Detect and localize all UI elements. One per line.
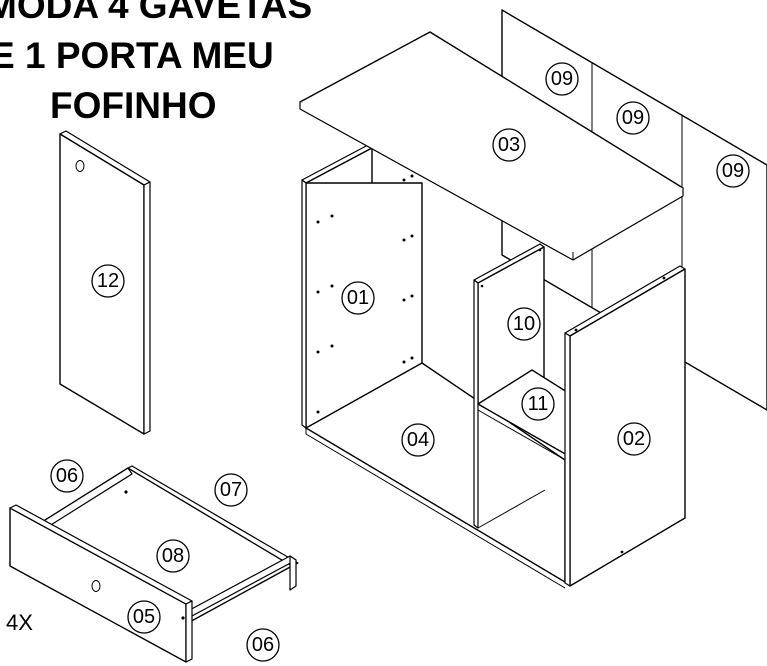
part-label-09-middle: 09 <box>616 101 650 135</box>
drawer-quantity-label: 4X <box>6 610 33 635</box>
shelf-edge <box>477 404 568 462</box>
drawer-back-edge <box>289 555 297 591</box>
drawer-assembly <box>9 465 299 663</box>
svg-text:09: 09 <box>622 107 644 129</box>
part-label-06-bottom: 06 <box>246 628 280 662</box>
drawer-handle-hole <box>91 580 101 592</box>
part-label-05: 05 <box>127 600 161 634</box>
svg-text:01: 01 <box>347 287 369 309</box>
svg-text:08: 08 <box>162 545 184 567</box>
svg-text:04: 04 <box>407 429 429 451</box>
svg-text:10: 10 <box>513 313 535 335</box>
part-label-01: 01 <box>341 281 375 315</box>
door-handle-hole <box>75 160 85 172</box>
door-side-edge <box>143 181 151 435</box>
svg-text:09: 09 <box>551 68 573 90</box>
part-label-02: 02 <box>617 422 651 456</box>
lower-compartment-edge <box>477 489 546 529</box>
drawer-back <box>127 465 299 567</box>
part-label-10: 10 <box>507 307 541 341</box>
left-side-front-edge <box>301 179 307 429</box>
part-label-06-top: 06 <box>50 459 84 493</box>
diagram-title-line-3: FOFINHO <box>50 85 217 126</box>
diagram-title-line-1: MODA 4 GAVETAS <box>0 0 313 26</box>
svg-text:03: 03 <box>498 134 520 156</box>
svg-text:07: 07 <box>220 479 242 501</box>
svg-text:06: 06 <box>252 634 274 656</box>
diagram-title-line-2: E 1 PORTA MEU <box>0 35 274 76</box>
svg-text:06: 06 <box>56 465 78 487</box>
top-panel <box>299 31 684 261</box>
svg-text:02: 02 <box>623 428 645 450</box>
base-panel-edge <box>305 428 566 589</box>
part-label-03: 03 <box>492 128 526 162</box>
part-label-11: 11 <box>521 387 555 421</box>
svg-text:12: 12 <box>97 270 119 292</box>
part-label-12: 12 <box>91 264 125 298</box>
part-label-09-left: 09 <box>545 62 579 96</box>
right-side-front-edge <box>564 332 571 587</box>
svg-text:09: 09 <box>722 160 744 182</box>
part-label-04: 04 <box>401 423 435 457</box>
part-label-09-right: 09 <box>716 154 750 188</box>
part-label-08: 08 <box>156 539 190 573</box>
drawer-front-side-edge <box>185 600 193 663</box>
svg-text:05: 05 <box>133 606 155 628</box>
part-label-07: 07 <box>214 473 248 507</box>
svg-text:11: 11 <box>528 393 549 415</box>
